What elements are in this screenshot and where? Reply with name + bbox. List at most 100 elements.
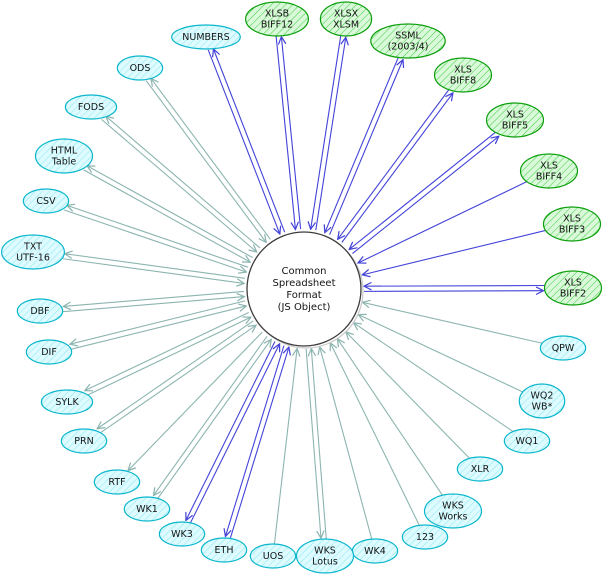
- format-ellipse: [485, 102, 545, 138]
- arrow-xls-biff4-to-center: [358, 181, 528, 263]
- arrow-sylk-to-center: [85, 317, 251, 397]
- format-ellipse: [16, 298, 64, 324]
- format-ellipse: [433, 57, 493, 93]
- format-node-dif: DIF: [25, 339, 73, 365]
- format-label: DIF: [41, 347, 57, 358]
- format-ellipse: [158, 521, 206, 547]
- format-label: SSML: [395, 31, 421, 42]
- format-label: DBF: [30, 306, 49, 317]
- arrow-wks-lotus-to-format: [305, 348, 321, 538]
- format-label: BIFF3: [559, 225, 585, 236]
- format-ellipse: [503, 428, 551, 454]
- format-ellipse: [423, 493, 483, 529]
- arrow-numbers-to-center: [207, 49, 280, 234]
- format-node-wq1: WQ1: [503, 428, 551, 454]
- format-node-numbers: NUMBERS: [171, 24, 241, 50]
- format-ellipse: [519, 153, 579, 189]
- arrow-sylk-to-format: [85, 311, 249, 390]
- arrow-numbers-to-format: [213, 49, 286, 233]
- format-label: WK3: [171, 529, 193, 540]
- format-node-wk4: WK4: [351, 538, 399, 564]
- arrow-xlsb-to-center: [275, 36, 295, 229]
- format-ellipse: [295, 538, 355, 574]
- arrow-html-to-center: [83, 169, 251, 262]
- format-label: Works: [438, 512, 467, 523]
- arrow-wq1-to-center: [354, 323, 514, 432]
- center-node: [246, 231, 364, 349]
- arrow-xls-biff5-to-center: [349, 131, 497, 250]
- format-label: XLSX: [334, 9, 359, 20]
- arrow-wk3-to-center: [189, 344, 279, 524]
- arrow-xls-biff2-to-center: [364, 286, 545, 287]
- format-ellipse: [456, 456, 504, 482]
- format-ellipse: [60, 428, 108, 454]
- arrow-wk3-to-format: [186, 341, 276, 521]
- center-label-line-1: Common: [281, 266, 326, 277]
- arrow-xls-biff5-to-format: [352, 136, 498, 254]
- format-label: BIFF5: [502, 121, 528, 132]
- format-label: Lotus: [312, 557, 338, 568]
- format-label: HTML: [51, 146, 78, 157]
- arrow-prn-to-format: [97, 320, 254, 429]
- format-label: RTF: [108, 477, 125, 488]
- format-node-dbf: DBF: [16, 298, 64, 324]
- arrow-xlsx-to-center: [311, 35, 342, 230]
- format-label: BIFF8: [450, 76, 476, 87]
- format-node-wk3: WK3: [158, 521, 206, 547]
- format-ellipse: [539, 335, 587, 361]
- arrow-rtf-to-format: [128, 331, 263, 471]
- format-label: BIFF2: [560, 289, 586, 300]
- arrow-dbf-to-center: [62, 297, 245, 313]
- format-label: FODS: [78, 102, 104, 113]
- format-ellipse: [93, 469, 141, 495]
- format-node-ods: ODS: [116, 55, 164, 81]
- format-label: PRN: [74, 436, 93, 447]
- format-node-prn: PRN: [60, 428, 108, 454]
- format-label: XLS: [563, 214, 581, 225]
- center-label-line-3: Format: [286, 290, 321, 301]
- format-label: 123: [416, 532, 434, 543]
- arrow-csv-to-center: [64, 209, 246, 272]
- format-label: XLSM: [333, 20, 359, 31]
- format-ellipse: [543, 270, 603, 306]
- format-ellipse: [1, 234, 65, 270]
- format-node-fods: FODS: [64, 94, 118, 120]
- format-label: WKS: [442, 501, 464, 512]
- format-label: UOS: [263, 551, 283, 562]
- arrow-ods-to-format: [151, 78, 271, 240]
- format-node-sylk: SYLK: [40, 389, 94, 415]
- format-ellipse: [518, 383, 566, 419]
- arrow-xls-biff8-to-center: [338, 88, 450, 239]
- format-node-xlr: XLR: [456, 456, 504, 482]
- arrow-xlr-to-center: [346, 332, 470, 459]
- arrow-xlsx-to-format: [315, 37, 346, 231]
- arrow-dif-to-format: [70, 300, 246, 344]
- arrow-xlsb-to-format: [281, 37, 302, 230]
- arrow-fods-to-center: [101, 119, 257, 252]
- format-label: XLS: [454, 65, 472, 76]
- arrow-txt-to-format: [65, 254, 245, 279]
- format-label: XLS: [564, 278, 582, 289]
- format-ellipse: [34, 138, 94, 174]
- format-label: (2003/4): [388, 42, 429, 53]
- format-label: XLSB: [265, 9, 289, 20]
- format-label: XLS: [540, 161, 558, 172]
- arrow-wks-lotus-to-center: [311, 349, 327, 539]
- format-label: WB*: [532, 402, 553, 413]
- format-ellipse: [401, 524, 449, 550]
- format-label: TXT: [23, 242, 42, 253]
- center-label-line-4: (JS Object): [278, 302, 331, 313]
- arrow-123-to-center: [330, 343, 420, 526]
- format-node-rtf: RTF: [93, 469, 141, 495]
- format-node-wk1: WK1: [123, 496, 171, 522]
- arrow-wk1-to-format: [153, 336, 268, 495]
- format-ellipse: [542, 206, 602, 242]
- arrow-ssml-to-format: [329, 60, 403, 235]
- arrow-wk1-to-center: [156, 339, 271, 500]
